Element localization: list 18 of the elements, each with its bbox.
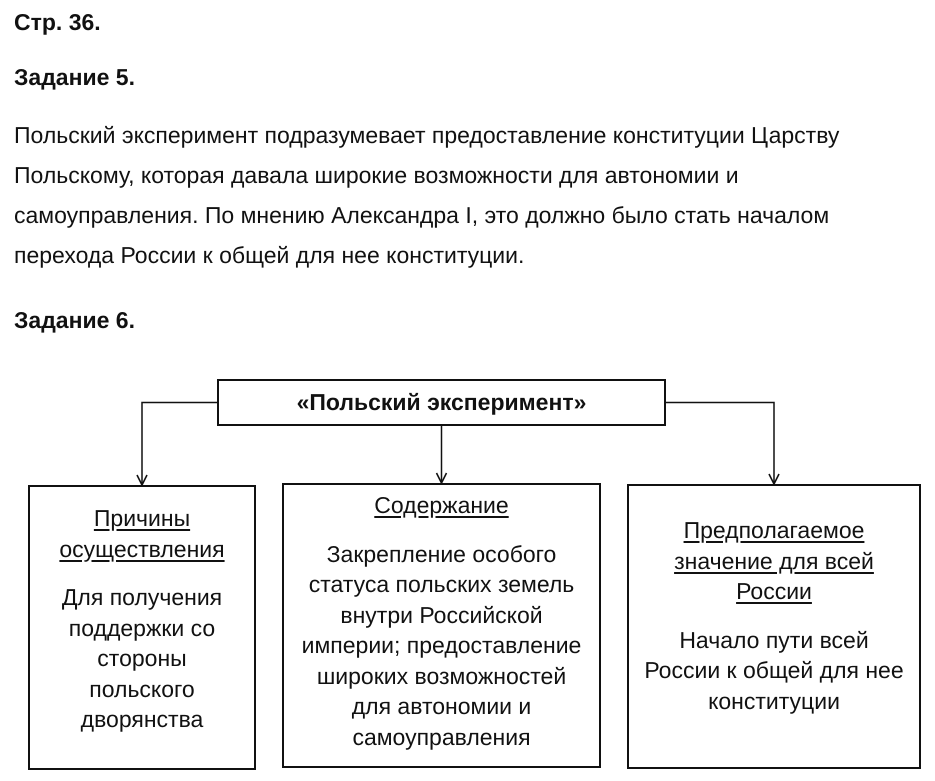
category-box	[627, 484, 921, 769]
box-text: Начало пути всей России к общей для нее конституции	[643, 626, 905, 716]
category-box	[282, 483, 601, 768]
box-heading: Предполагаемое значение для всей России	[673, 516, 875, 606]
answer-paragraph: Польский эксперимент подразумевает предоставление конституции Царству Польскому, которая давала широкие возможности для автономии и самоуправления. По мнению Александра I, это должно было стать началом перехода России к общей для нее конституции.	[14, 121, 840, 270]
box-text: Закрепление особого статуса польских земель внутри Российской империи; предоставление широких возможностей для автономии и самоуправления	[300, 540, 582, 752]
task-heading: Задание 6.	[14, 307, 135, 333]
title-text: «Польский эксперимент»	[296, 389, 586, 416]
arrow	[136, 402, 217, 486]
task-heading: Задание 5.	[14, 64, 135, 90]
box-text: Для получения поддержки со стороны польского дворянства	[60, 583, 224, 734]
category-box	[28, 485, 256, 770]
arrow	[666, 402, 780, 485]
title-box	[217, 379, 666, 426]
box-heading: Причины осуществления	[58, 504, 226, 564]
box-heading: Содержание	[374, 491, 509, 520]
page-heading: Стр. 36.	[14, 9, 101, 35]
arrow	[436, 426, 448, 484]
